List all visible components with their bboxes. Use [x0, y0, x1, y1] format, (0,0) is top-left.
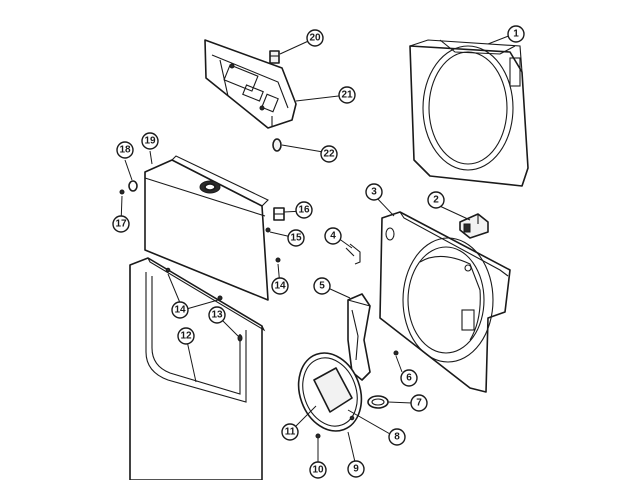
- svg-text:19: 19: [144, 136, 156, 147]
- callout-22: 22: [320, 145, 338, 163]
- clip: [269, 50, 280, 64]
- svg-text:13: 13: [211, 310, 223, 321]
- svg-text:3: 3: [371, 187, 377, 198]
- callout-2: 2: [427, 191, 445, 209]
- callout-19: 19: [141, 132, 159, 150]
- callout-3: 3: [365, 183, 383, 201]
- callout-7: 7: [410, 394, 428, 412]
- callout-21: 21: [338, 86, 356, 104]
- screw-6: [393, 350, 399, 356]
- front-bulkhead: [379, 211, 511, 393]
- door-assembly: [297, 352, 363, 432]
- rear-bulkhead: [409, 39, 529, 187]
- svg-text:20: 20: [309, 33, 321, 44]
- svg-text:22: 22: [323, 149, 335, 160]
- svg-text:8: 8: [394, 432, 400, 443]
- top-cover: [144, 155, 269, 301]
- svg-text:1: 1: [513, 29, 519, 40]
- svg-text:11: 11: [285, 427, 296, 438]
- callout-15: 15: [287, 229, 305, 247]
- callout-6: 6: [400, 369, 418, 387]
- svg-text:14: 14: [174, 305, 186, 316]
- front-panel: [129, 257, 266, 480]
- svg-text:18: 18: [119, 145, 131, 156]
- callout-5: 5: [313, 277, 331, 295]
- svg-text:14: 14: [274, 281, 286, 292]
- callout-20: 20: [306, 29, 324, 47]
- svg-text:6: 6: [406, 373, 412, 384]
- svg-text:7: 7: [416, 398, 422, 409]
- svg-text:16: 16: [298, 205, 310, 216]
- bracket: [345, 243, 361, 265]
- svg-text:2: 2: [433, 195, 439, 206]
- duct: [347, 293, 371, 381]
- callout-1: 1: [507, 25, 525, 43]
- control-panel-bracket: [204, 39, 297, 129]
- svg-text:10: 10: [312, 465, 324, 476]
- callout-9: 9: [347, 460, 365, 478]
- svg-text:12: 12: [180, 331, 192, 342]
- switch: [459, 213, 489, 239]
- svg-text:17: 17: [115, 219, 127, 230]
- hinge: [273, 207, 285, 221]
- small-knob: [128, 180, 138, 192]
- callout-10: 10: [309, 461, 327, 479]
- callout-12: 12: [177, 327, 195, 345]
- svg-text:21: 21: [341, 90, 353, 101]
- svg-text:15: 15: [290, 233, 302, 244]
- callout-14b: 14: [271, 277, 289, 295]
- fasteners: [119, 189, 321, 439]
- knob: [272, 138, 282, 152]
- svg-text:5: 5: [319, 281, 325, 292]
- callout-11: 11: [281, 423, 299, 441]
- svg-text:4: 4: [330, 231, 336, 242]
- callout-8: 8: [388, 428, 406, 446]
- ring-gasket: [367, 395, 389, 409]
- callout-4: 4: [324, 227, 342, 245]
- callout-16: 16: [295, 201, 313, 219]
- callout-13: 13: [208, 306, 226, 324]
- callout-17: 17: [112, 215, 130, 233]
- callout-14a: 14: [171, 301, 189, 319]
- svg-text:9: 9: [353, 464, 359, 475]
- callout-18: 18: [116, 141, 134, 159]
